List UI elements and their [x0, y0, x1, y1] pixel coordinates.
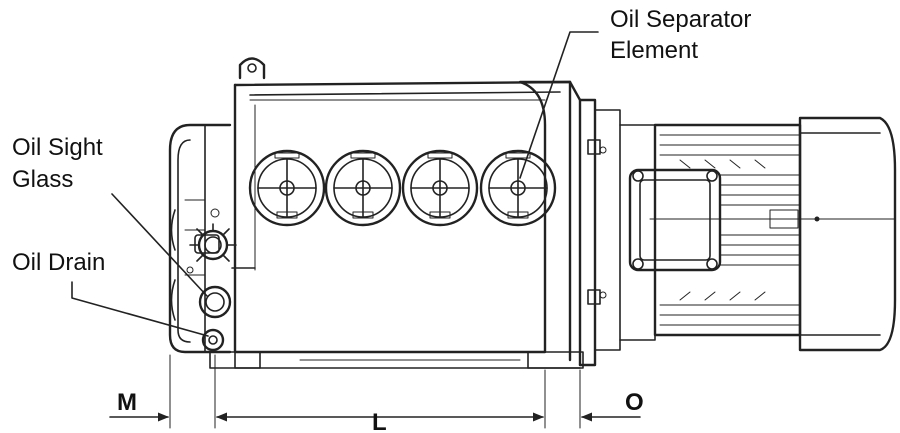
dimension-lines — [109, 354, 641, 429]
oil-drain-label: Oil Drain — [12, 249, 105, 276]
oil-sight-label-line1: Oil Sight — [12, 134, 103, 161]
oil-separator-leader — [519, 31, 599, 179]
dimension-m-label: M — [117, 389, 137, 416]
separator-cap-3 — [401, 149, 479, 227]
dimension-o-label: O — [625, 389, 644, 416]
oil-separator-label-line1: Oil Separator — [610, 6, 751, 33]
oil-separator-label-line2: Element — [610, 37, 698, 64]
oil-sight-leader — [111, 193, 208, 297]
oil-drain-leader — [71, 281, 209, 337]
pump-main-body — [186, 57, 584, 369]
oil-drain-plug — [201, 328, 225, 352]
motor-terminal-box — [628, 168, 722, 272]
dimension-l-label: L — [372, 409, 387, 433]
separator-cap-1 — [248, 149, 326, 227]
motor-body — [649, 116, 897, 352]
motor-flange — [578, 98, 656, 367]
oil-separator-caps — [248, 149, 557, 227]
oil-fill-plug — [189, 223, 256, 269]
oil-sight-label-line2: Glass — [12, 166, 73, 193]
separator-cap-4 — [479, 149, 557, 227]
separator-cap-2 — [324, 149, 402, 227]
oil-sight-glass — [198, 285, 232, 319]
